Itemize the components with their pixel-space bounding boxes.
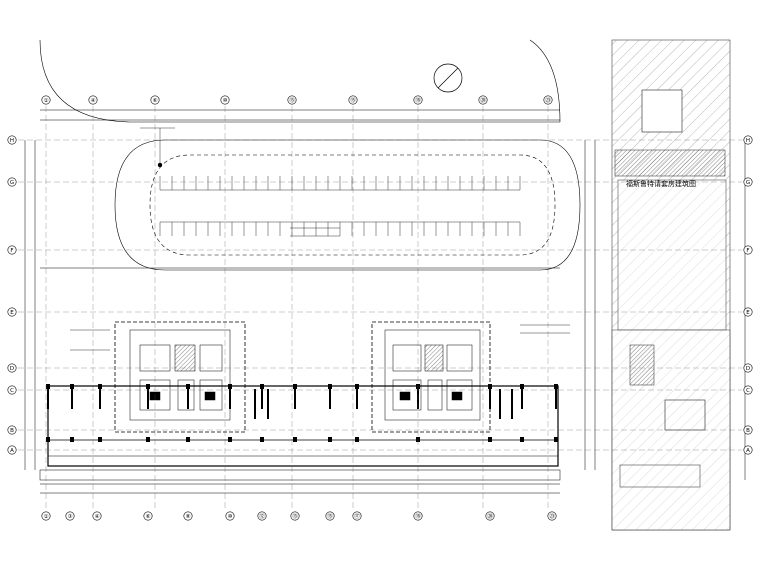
grid-bubble: ⑩ xyxy=(225,511,235,521)
svg-text:⑫: ⑫ xyxy=(259,512,265,520)
svg-text:A: A xyxy=(746,448,750,454)
svg-text:⑱: ⑱ xyxy=(415,96,421,104)
grid-bubble: ⑱ xyxy=(413,511,423,521)
adjacent-building-label: 福斯鲁特请套房建筑图 xyxy=(626,179,696,188)
svg-text:E: E xyxy=(746,310,750,316)
north-arrow-icon xyxy=(433,63,463,93)
grid-bubble: A xyxy=(7,445,17,455)
grid-bubble: D xyxy=(743,363,753,373)
building-outline xyxy=(39,321,561,481)
structural-columns xyxy=(46,384,558,442)
svg-text:⑩: ⑩ xyxy=(223,97,228,104)
grid-bubble: ⑩ xyxy=(220,95,230,105)
svg-text:⑥: ⑥ xyxy=(146,514,151,520)
svg-text:H: H xyxy=(10,138,14,144)
grid-bubbles-bottom: ① ③ ④ ⑥ ⑧ ⑩ ⑫ ⑬ ⑮ ⑰ ⑱ ⑳ ㉓ xyxy=(41,511,557,521)
svg-text:⑱: ⑱ xyxy=(415,512,421,520)
grid-bubble: ⑥ xyxy=(150,95,160,105)
grid-bubble: ⑧ xyxy=(183,511,193,521)
grid-bubble: B xyxy=(7,425,17,435)
svg-text:④: ④ xyxy=(91,98,96,104)
svg-text:D: D xyxy=(746,366,750,372)
svg-text:㉓: ㉓ xyxy=(549,512,555,520)
grid-bubble: H xyxy=(743,135,753,145)
svg-text:③: ③ xyxy=(68,514,73,520)
svg-text:E: E xyxy=(10,310,14,316)
svg-text:㉓: ㉓ xyxy=(545,96,551,104)
svg-text:F: F xyxy=(10,248,13,254)
svg-text:B: B xyxy=(746,428,750,434)
svg-text:⑰: ⑰ xyxy=(354,512,360,520)
grid-bubble: F xyxy=(743,245,753,255)
svg-text:D: D xyxy=(10,366,14,372)
svg-text:⑩: ⑩ xyxy=(228,513,233,520)
grid-bubble: ① xyxy=(41,95,51,105)
grid-bubble: ③ xyxy=(65,511,75,521)
grid-bubbles-left: H G F E D C B A xyxy=(7,135,17,455)
grid-bubble: B xyxy=(743,425,753,435)
svg-text:A: A xyxy=(10,448,14,454)
grid-bubble: ⑳ xyxy=(485,511,495,521)
svg-text:⑳: ⑳ xyxy=(487,512,493,520)
svg-text:①: ① xyxy=(44,98,49,104)
grid-bubble: G xyxy=(743,177,753,187)
grid-bubble: ⑱ xyxy=(413,95,423,105)
grid-bubble: ⑮ xyxy=(325,511,335,521)
dimension-lines xyxy=(24,109,746,494)
unit-core-right xyxy=(384,329,481,421)
parking-bays xyxy=(159,176,521,236)
grid-bubble: C xyxy=(743,385,753,395)
grid-lines xyxy=(18,106,742,510)
grid-bubbles-top: ① ④ ⑥ ⑩ ⑬ ⑮ ⑱ ⑳ ㉓ xyxy=(41,95,553,105)
grid-bubble: A xyxy=(743,445,753,455)
grid-bubble: E xyxy=(7,307,17,317)
svg-text:⑥: ⑥ xyxy=(153,98,158,104)
svg-text:C: C xyxy=(746,388,750,394)
svg-text:⑮: ⑮ xyxy=(350,96,356,104)
unit-core-left xyxy=(129,329,231,421)
svg-text:⑬: ⑬ xyxy=(289,96,295,104)
grid-bubble: ① xyxy=(41,511,51,521)
svg-text:C: C xyxy=(10,388,14,394)
grid-bubble: ⑮ xyxy=(348,95,358,105)
annotation-marks xyxy=(70,127,570,351)
driveway-loop xyxy=(39,39,581,271)
svg-text:①: ① xyxy=(44,514,49,520)
grid-bubble: ④ xyxy=(92,511,102,521)
svg-text:⑬: ⑬ xyxy=(292,512,298,520)
grid-bubble: ㉓ xyxy=(547,511,557,521)
grid-bubble: ⑬ xyxy=(290,511,300,521)
grid-bubble: ⑬ xyxy=(287,95,297,105)
grid-bubble: C xyxy=(7,385,17,395)
svg-text:G: G xyxy=(746,180,750,186)
grid-bubble: D xyxy=(7,363,17,373)
grid-bubble: H xyxy=(7,135,17,145)
adjacent-building: 福斯鲁特请套房建筑图 xyxy=(611,39,731,531)
grid-bubble: ⑫ xyxy=(257,511,267,521)
svg-text:G: G xyxy=(10,180,14,186)
svg-text:F: F xyxy=(746,248,749,254)
grid-bubble: ㉓ xyxy=(543,95,553,105)
grid-bubble: ⑥ xyxy=(143,511,153,521)
grid-bubble: E xyxy=(743,307,753,317)
svg-text:H: H xyxy=(746,138,750,144)
grid-bubble: ④ xyxy=(88,95,98,105)
svg-text:⑮: ⑮ xyxy=(327,512,333,520)
grid-bubble: ⑳ xyxy=(478,95,488,105)
grid-bubbles-right: H G F E D C B A xyxy=(743,135,753,455)
svg-text:B: B xyxy=(10,428,14,434)
grid-bubble: ⑰ xyxy=(352,511,362,521)
grid-bubble: G xyxy=(7,177,17,187)
grid-bubble: F xyxy=(7,245,17,255)
svg-text:⑧: ⑧ xyxy=(186,514,191,520)
svg-text:④: ④ xyxy=(95,514,100,520)
svg-text:⑳: ⑳ xyxy=(480,96,486,104)
